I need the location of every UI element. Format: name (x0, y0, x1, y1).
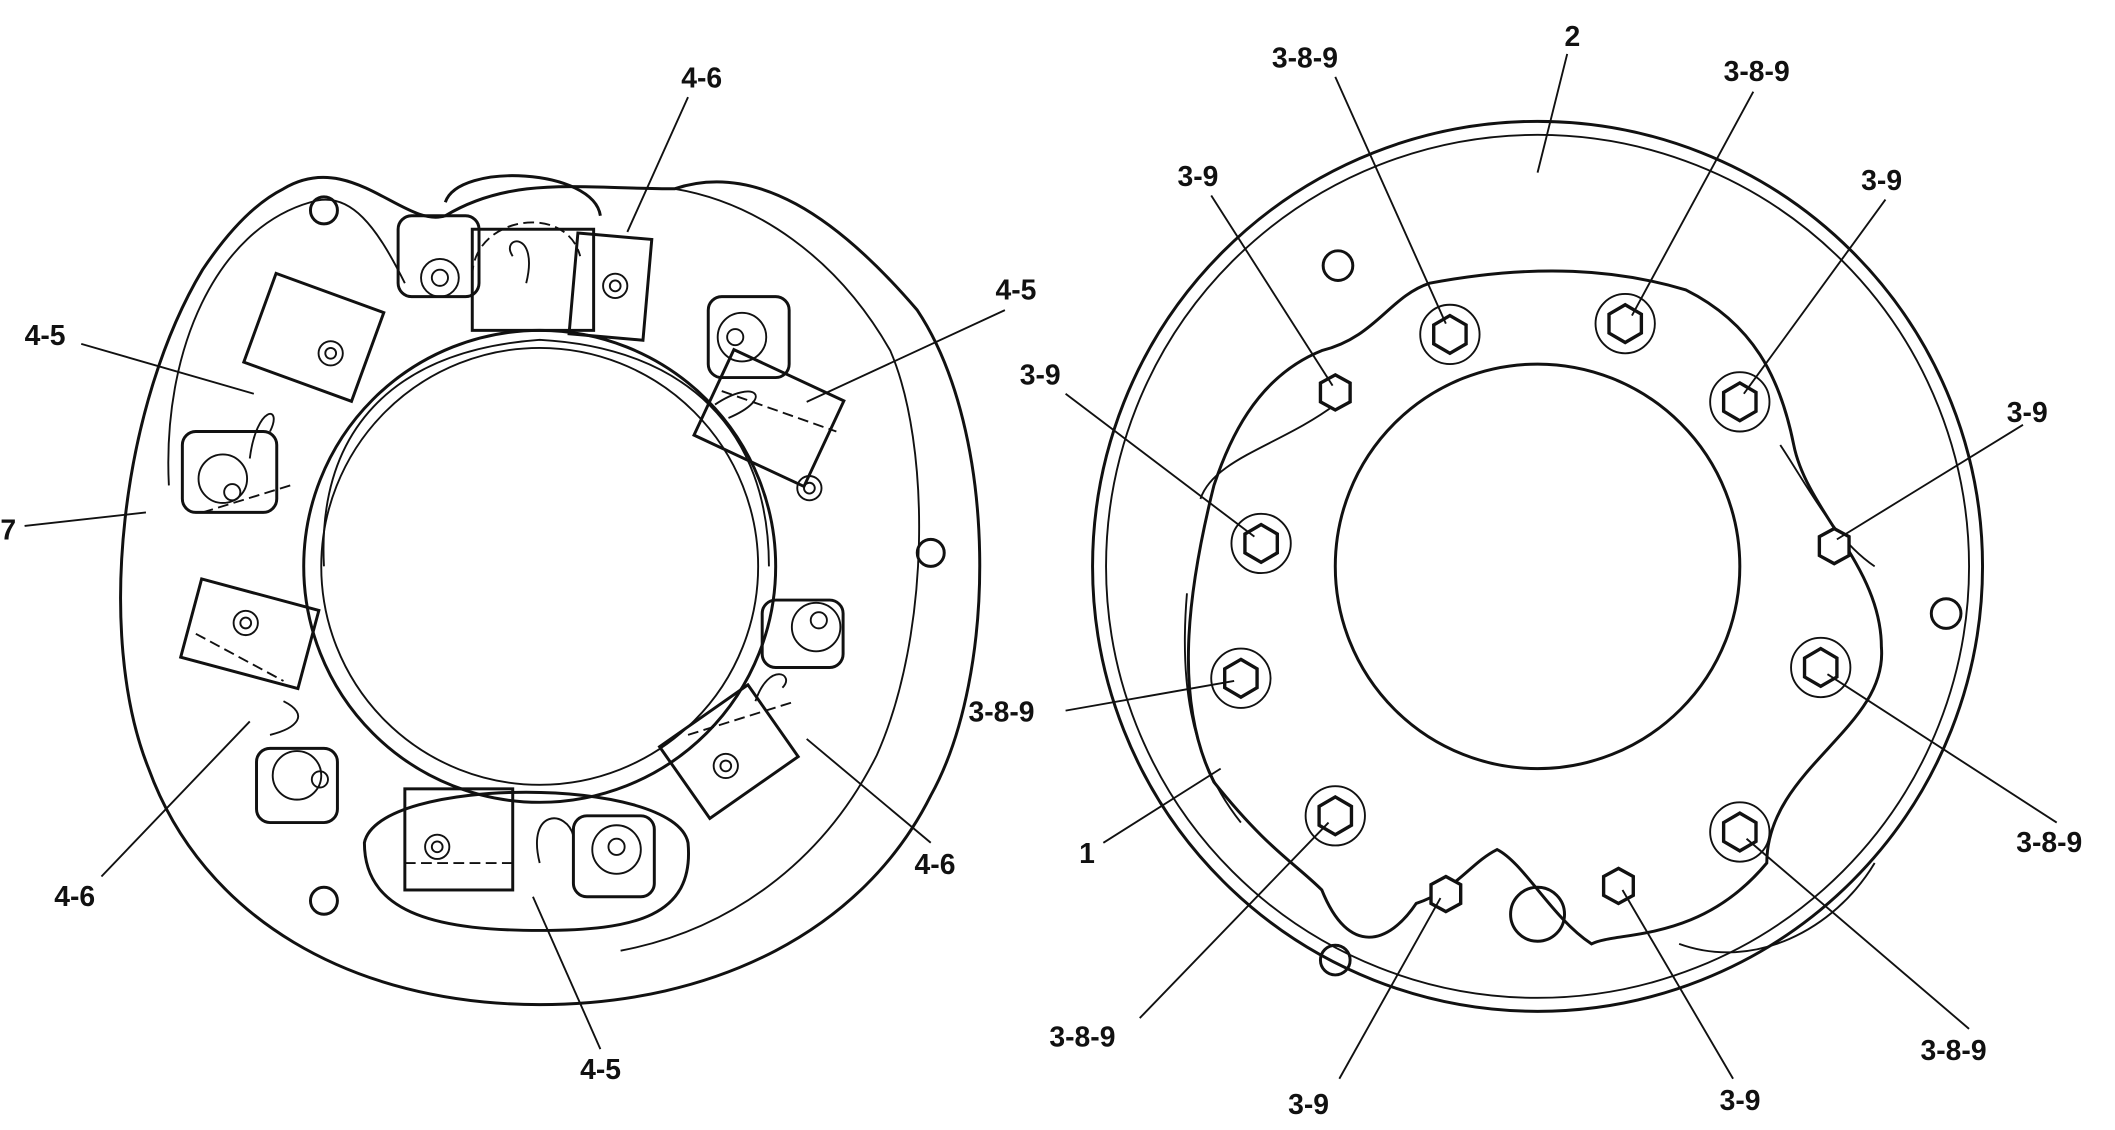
label-7: 7 (0, 513, 16, 545)
label-3-8-9: 3-8-9 (1272, 41, 1338, 73)
label-3-8-9: 3-8-9 (1921, 1034, 1987, 1066)
label-3-8-9: 3-8-9 (1049, 1020, 1115, 1052)
label-4-5: 4-5 (580, 1053, 621, 1085)
left-outer-plate (119, 175, 982, 1007)
label-3-9: 3-9 (1178, 160, 1219, 192)
label-1: 1 (1079, 837, 1095, 869)
label-3-9: 3-9 (1861, 164, 1902, 196)
right-outer-ring (1091, 119, 1985, 1013)
leader-lines (24, 53, 2058, 1080)
label-3-9: 3-9 (1288, 1088, 1329, 1120)
right-view-plate (1091, 119, 1985, 1013)
label-3-9: 3-9 (1720, 1084, 1761, 1116)
label-4-6: 4-6 (915, 848, 956, 880)
label-4-5: 4-5 (25, 319, 66, 351)
left-mount-hole (915, 537, 946, 568)
label-3-8-9: 3-8-9 (969, 695, 1035, 727)
label-4-6: 4-6 (54, 880, 95, 912)
right-center-bore (1333, 362, 1742, 771)
label-3-8-9: 3-8-9 (1724, 55, 1790, 87)
label-3-8-9: 3-8-9 (2016, 826, 2082, 858)
label-4-6: 4-6 (681, 62, 722, 94)
label-2: 2 (1565, 20, 1581, 52)
left-mount-hole (308, 195, 339, 226)
bolts (1210, 293, 1852, 914)
label-3-9: 3-9 (1020, 358, 1061, 390)
label-4-5: 4-5 (995, 273, 1036, 305)
left-labels: 4-6 4-5 4-5 7 4-6 4-6 4-5 (0, 62, 1036, 1085)
label-3-9: 3-9 (2007, 396, 2048, 428)
left-mount-hole (308, 885, 339, 916)
right-labels: 2 3-8-9 3-8-9 3-9 3-9 3-9 3-9 3-8-9 1 3-… (969, 20, 2083, 1120)
right-inner-plate (1186, 269, 1883, 946)
left-view-brush-holder (119, 174, 982, 1007)
